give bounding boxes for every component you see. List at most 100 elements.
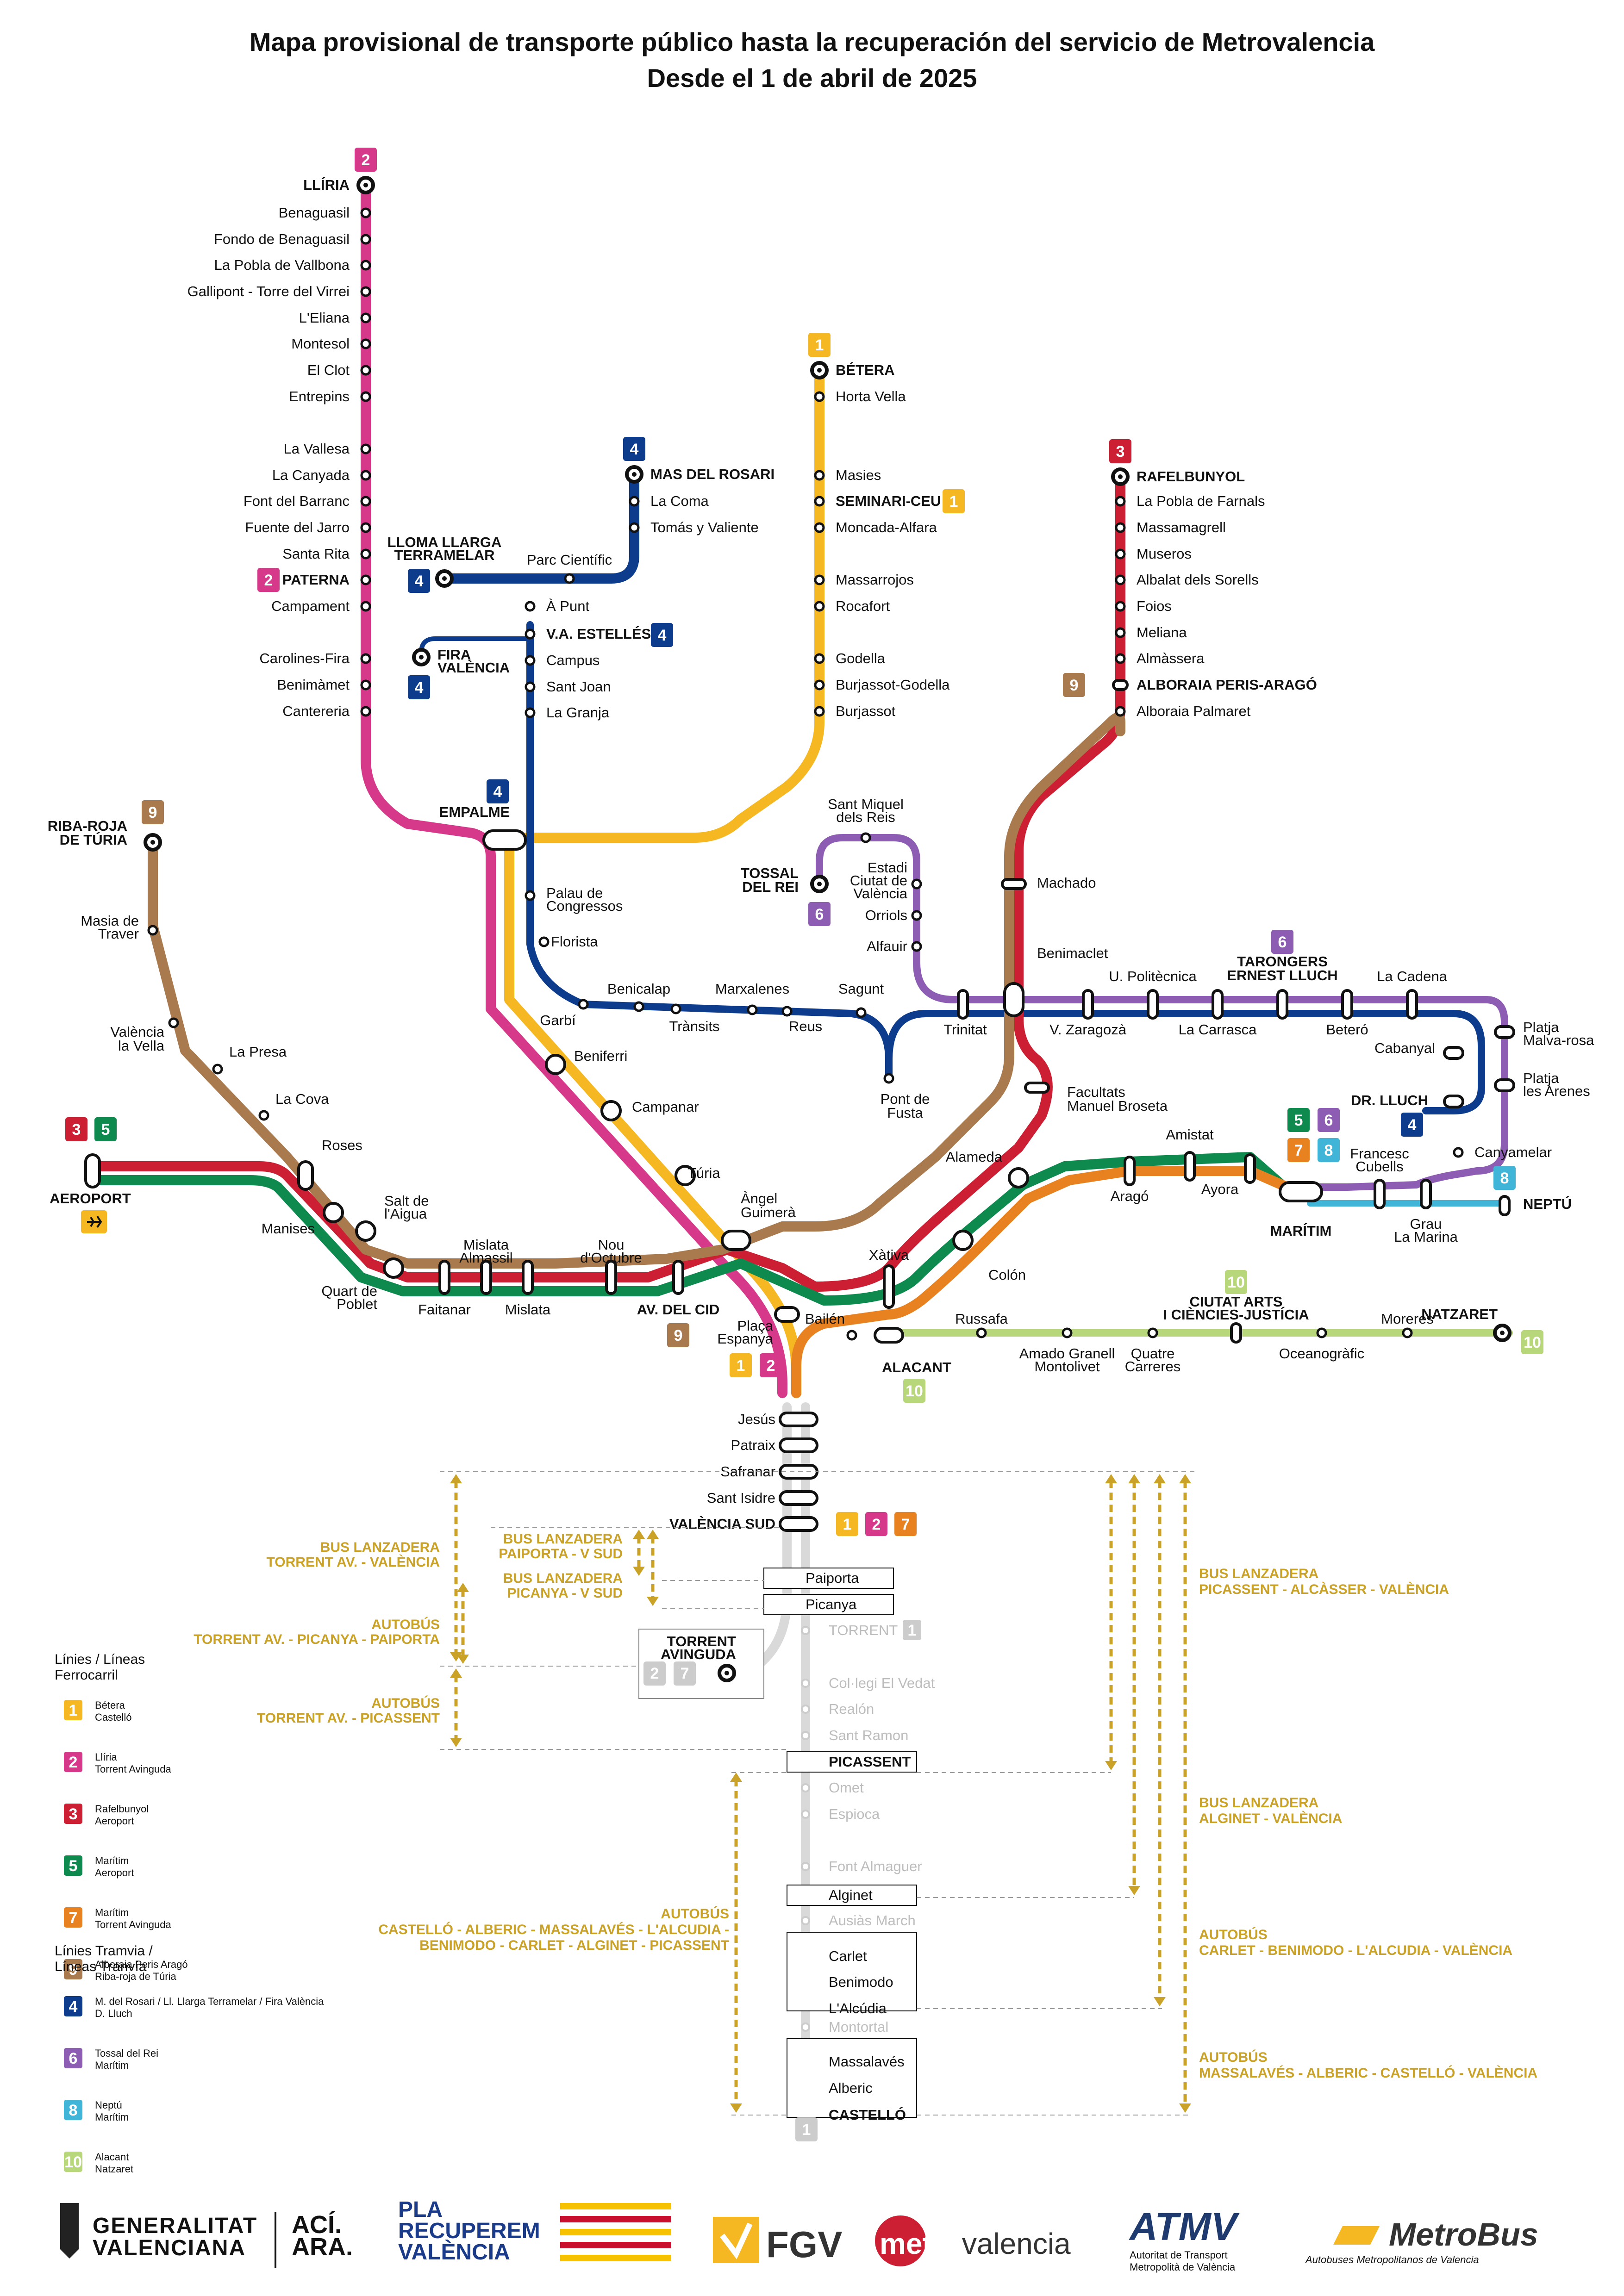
station-ayora [1244,1153,1256,1184]
label-la_coma: La Coma [650,493,709,509]
badge-line-1-castello [795,2117,818,2141]
metrovalencia-icon [875,2215,926,2266]
station-rafelbunyol-center [1118,474,1123,479]
station-grau [1420,1179,1432,1209]
station-patraix [779,1437,818,1453]
label-sant_isidre: Sant Isidre [707,1490,775,1506]
station-dr_lluch [1443,1095,1464,1108]
label-font_almaguer: Font Almaguer [829,1858,922,1874]
label-trinitat: Trinitat [943,1021,987,1038]
line-9 [148,712,1125,1269]
badge-line-2-espanya [760,1353,782,1377]
label-benimaclet: Benimaclet [1037,945,1108,961]
label-marxalenes: Marxalenes [715,981,789,997]
badge-line-2-vsud [865,1512,887,1536]
badge-line-9-riba-num: 9 [149,804,157,821]
label-massarrojos: Massarrojos [836,572,914,588]
label-patraix: Patraix [731,1437,776,1453]
station-amado [1062,1327,1073,1338]
badge-line-8-neptu [1493,1166,1516,1190]
label-campament: Campament [271,598,350,614]
station-godella [814,653,825,664]
badge-line-1-torrent [903,1620,921,1640]
station-benimamet [360,679,371,691]
station-fondo_benaguasil [360,234,371,245]
bus-arrow-massalaves-head-bottom [1179,2103,1191,2113]
bus-arrow-picassent-head-bottom [1105,1761,1117,1770]
station-marxalenes [747,1004,758,1015]
label-paterna: PATERNA [282,572,350,588]
station-la_carrasca [1212,989,1224,1020]
station-mislata_almassil [480,1260,492,1295]
badge-line-10-ciutat-num: 10 [1227,1274,1245,1291]
label-benimodo: Benimodo [829,1974,893,1990]
station-rocafort [814,601,825,612]
station-moncada [814,522,825,533]
station-gallipont [360,286,371,297]
legend-badge-num-3: 3 [69,1805,78,1823]
station-pobla_vallbona [360,260,371,271]
badge-line-4-rosari [623,437,645,461]
label-liria: LLÍRIA [303,177,350,193]
badge-line-1-seminari-num: 1 [949,493,958,510]
badge-line-6-tarongers [1271,930,1293,954]
legend-tram-badge-num-8: 8 [69,2102,78,2119]
label-valencia_sud: VALÈNCIA SUD [669,1516,775,1532]
label-omet: Omet [829,1780,864,1796]
station-burjassot_godella [814,679,825,691]
label-betero: Beteró [1326,1021,1368,1038]
label-russafa: Russafa [955,1311,1008,1327]
label-castello: CASTELLÓ [829,2106,906,2123]
label-almassera: Almàssera [1137,650,1205,666]
station-va_estelles [525,628,536,640]
legend-tram-badge-8 [64,2100,82,2120]
bus-arrow-paiporta-head-top [633,1530,645,1539]
legend-tram-badge-4 [64,1996,82,2016]
station-la_cova [258,1110,269,1121]
flag-stripe-1 [560,2216,671,2222]
station-meliana [1115,627,1126,638]
legend-badge-num-9: 9 [69,1961,78,1979]
badge-line-9-alboraia-num: 9 [1070,677,1079,694]
label-parc_cientific: Parc Científic [527,552,612,568]
station-malva [1494,1025,1515,1039]
badge-line-4-fira-num: 4 [415,679,424,697]
badge-line-6-maritim [1318,1108,1340,1132]
station-burjassot [814,706,825,717]
label-benimamet: Benimàmet [277,677,350,693]
station-aeroport [84,1153,101,1188]
badge-line-5-aeroport [94,1117,117,1141]
badge-line-4-lloma-num: 4 [415,572,424,590]
label-santa_rita: Santa Rita [282,546,350,562]
bus-arrow-carlet-head-bottom [1154,1997,1166,2006]
label-av_cid: AV. DEL CID [637,1301,720,1318]
station-cabanyal [1443,1046,1464,1060]
station-oceanografic [1316,1327,1327,1338]
station-alboraia_palmaret [1115,706,1126,717]
badge-line-4-lluch [1401,1113,1423,1137]
label-fondo_benaguasil: Fondo de Benaguasil [214,231,350,247]
station-betera-center [817,368,822,373]
badge-line-3-aeroport-num: 3 [72,1121,81,1139]
badge-line-9-alboraia [1063,673,1085,697]
station-fuente_jarro [360,522,371,533]
badge-line-6-tossal-num: 6 [815,906,824,923]
station-collegi_vedat [801,1679,810,1688]
label-font_barranc: Font del Barranc [244,493,350,509]
station-reus [781,1006,793,1017]
